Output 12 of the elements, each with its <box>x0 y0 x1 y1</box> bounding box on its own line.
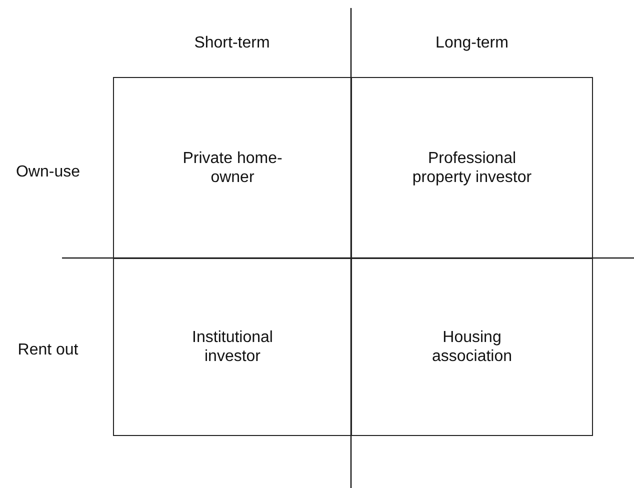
column-header: Short-term <box>194 34 270 52</box>
quadrant-label: Institutional investor <box>191 328 274 366</box>
quadrant-cell <box>351 77 593 259</box>
column-header: Long-term <box>436 34 508 52</box>
quadrant-cell <box>113 77 352 259</box>
row-header: Own-use <box>16 162 80 182</box>
quadrant-cell <box>351 258 593 436</box>
quadrant-label: Housing association <box>430 328 514 366</box>
quadrant-cell <box>113 258 352 436</box>
quadrant-label: Private home-owner <box>182 149 284 187</box>
quadrant-label: Professional property investor <box>411 149 533 187</box>
row-header: Rent out <box>18 340 78 360</box>
